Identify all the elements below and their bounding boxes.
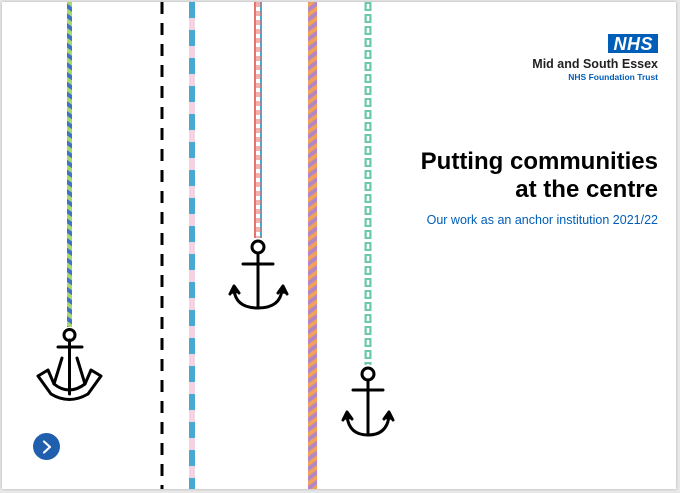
rope-green-blue xyxy=(67,2,72,327)
anchor-icon xyxy=(341,366,395,437)
stripe-pink-base xyxy=(189,2,195,489)
chevron-right-icon xyxy=(42,439,51,454)
chain-red-blue xyxy=(254,2,262,238)
page-title: Putting communities at the centre xyxy=(398,148,658,204)
anchor-icon xyxy=(228,239,289,310)
anchor-icon xyxy=(36,328,103,401)
org-subtitle: NHS Foundation Trust xyxy=(568,72,658,82)
rope-orange-purple xyxy=(308,2,317,489)
page-subtitle: Our work as an anchor institution 2021/2… xyxy=(426,213,658,227)
next-page-button[interactable] xyxy=(33,433,60,460)
cover-page: NHS Mid and South Essex NHS Foundation T… xyxy=(2,2,676,489)
nhs-trust-logo: NHS Mid and South Essex NHS Foundation T… xyxy=(532,34,658,82)
nhs-badge: NHS xyxy=(608,34,658,53)
title-line-1: Putting communities xyxy=(420,148,658,175)
anchor-illustration xyxy=(36,2,395,489)
title-line-2: at the centre xyxy=(515,176,658,203)
org-name: Mid and South Essex xyxy=(532,57,658,71)
